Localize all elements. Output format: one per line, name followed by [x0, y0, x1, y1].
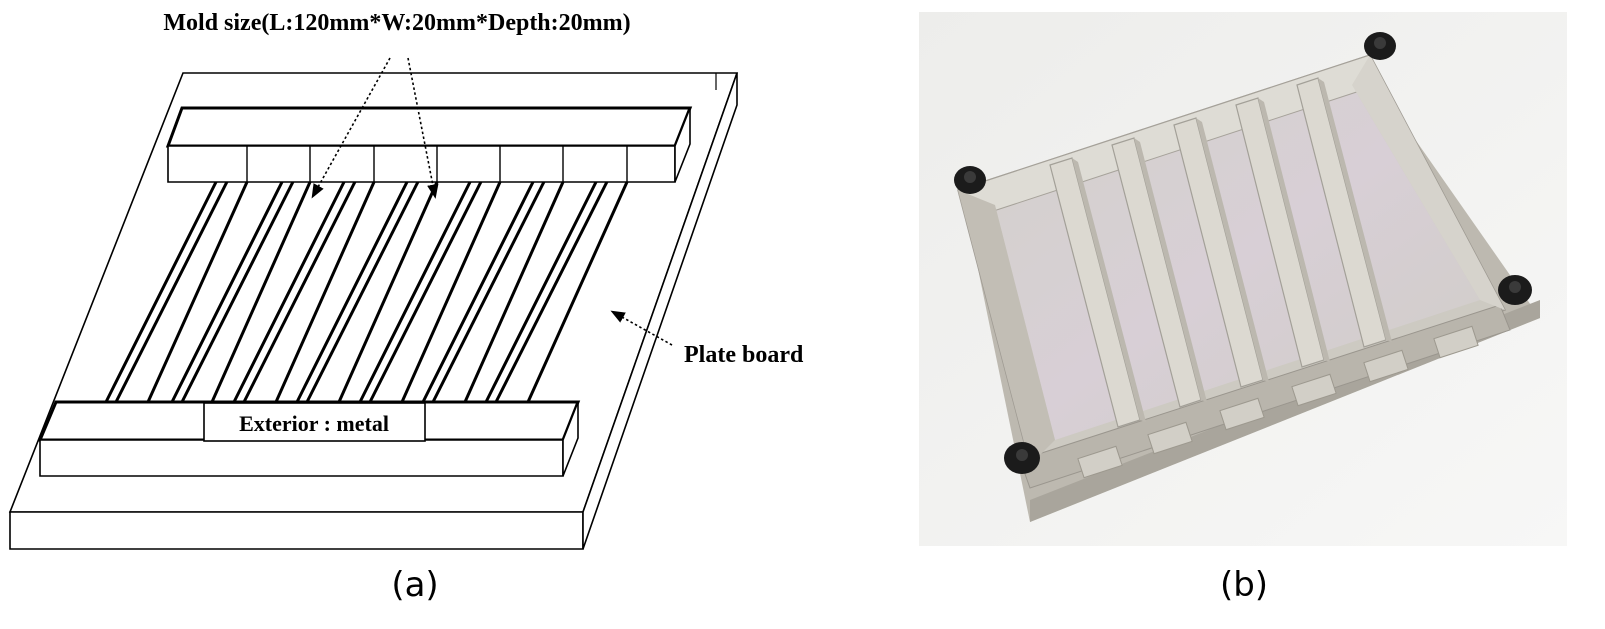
- schematic-diagram: [8, 57, 739, 550]
- top-beam: [165, 106, 693, 183]
- caption-a: (a): [391, 565, 438, 605]
- caption-b: (b): [1220, 565, 1268, 605]
- mold-walls: [104, 147, 629, 403]
- exterior-label-box: [203, 402, 426, 442]
- plate-board-arrow: [610, 310, 673, 346]
- mold-size-arrows: [311, 57, 439, 199]
- mold-size-label: Mold size(L:120mm*W:20mm*Depth:20mm): [163, 10, 630, 36]
- photo-blocks: [1077, 325, 1479, 479]
- exterior-label: Exterior : metal: [239, 411, 389, 436]
- plate-board-label: Plate board: [684, 342, 804, 368]
- mold-photo: [919, 12, 1567, 546]
